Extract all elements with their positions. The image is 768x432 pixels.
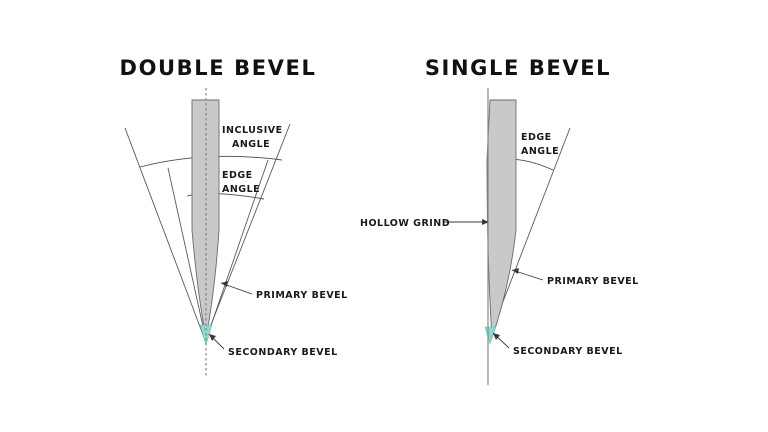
primary-bevel-arrowhead xyxy=(221,281,228,287)
inclusive-angle-left-line xyxy=(124,127,206,341)
single-bevel-title: SINGLE BEVEL xyxy=(425,56,611,80)
edge-angle-label-line2: ANGLE xyxy=(222,184,260,195)
secondary-bevel-label: SECONDARY BEVEL xyxy=(228,347,338,358)
single-edge-angle-label-line1: EDGE xyxy=(521,132,552,143)
double-bevel-panel: DOUBLE BEVEL INCLUSIVE ANGLE EDGE ANGLE xyxy=(120,56,348,378)
single-primary-bevel-label: PRIMARY BEVEL xyxy=(547,276,639,287)
edge-angle-label-line1: EDGE xyxy=(222,170,253,181)
edge-angle-right-line xyxy=(205,159,269,341)
single-secondary-bevel-arrowhead xyxy=(493,333,500,340)
hollow-grind-arrowhead xyxy=(482,219,489,225)
single-bevel-panel: SINGLE BEVEL EDGE ANGLE HOLLOW GRIND PRI… xyxy=(360,56,639,385)
edge-angle-left-line xyxy=(167,167,207,341)
inclusive-angle-right-line xyxy=(204,123,291,341)
hollow-grind-label: HOLLOW GRIND xyxy=(360,218,450,229)
single-edge-angle-label-line2: ANGLE xyxy=(521,146,559,157)
double-bevel-title: DOUBLE BEVEL xyxy=(120,56,317,80)
single-primary-bevel-arrowhead xyxy=(512,268,519,274)
single-secondary-bevel-label: SECONDARY BEVEL xyxy=(513,346,623,357)
primary-bevel-label: PRIMARY BEVEL xyxy=(256,290,348,301)
secondary-bevel-arrowhead xyxy=(209,334,216,341)
inclusive-angle-label-line2: ANGLE xyxy=(232,139,270,150)
inclusive-angle-label-line1: INCLUSIVE xyxy=(222,125,283,136)
single-bevel-blade xyxy=(486,99,517,339)
